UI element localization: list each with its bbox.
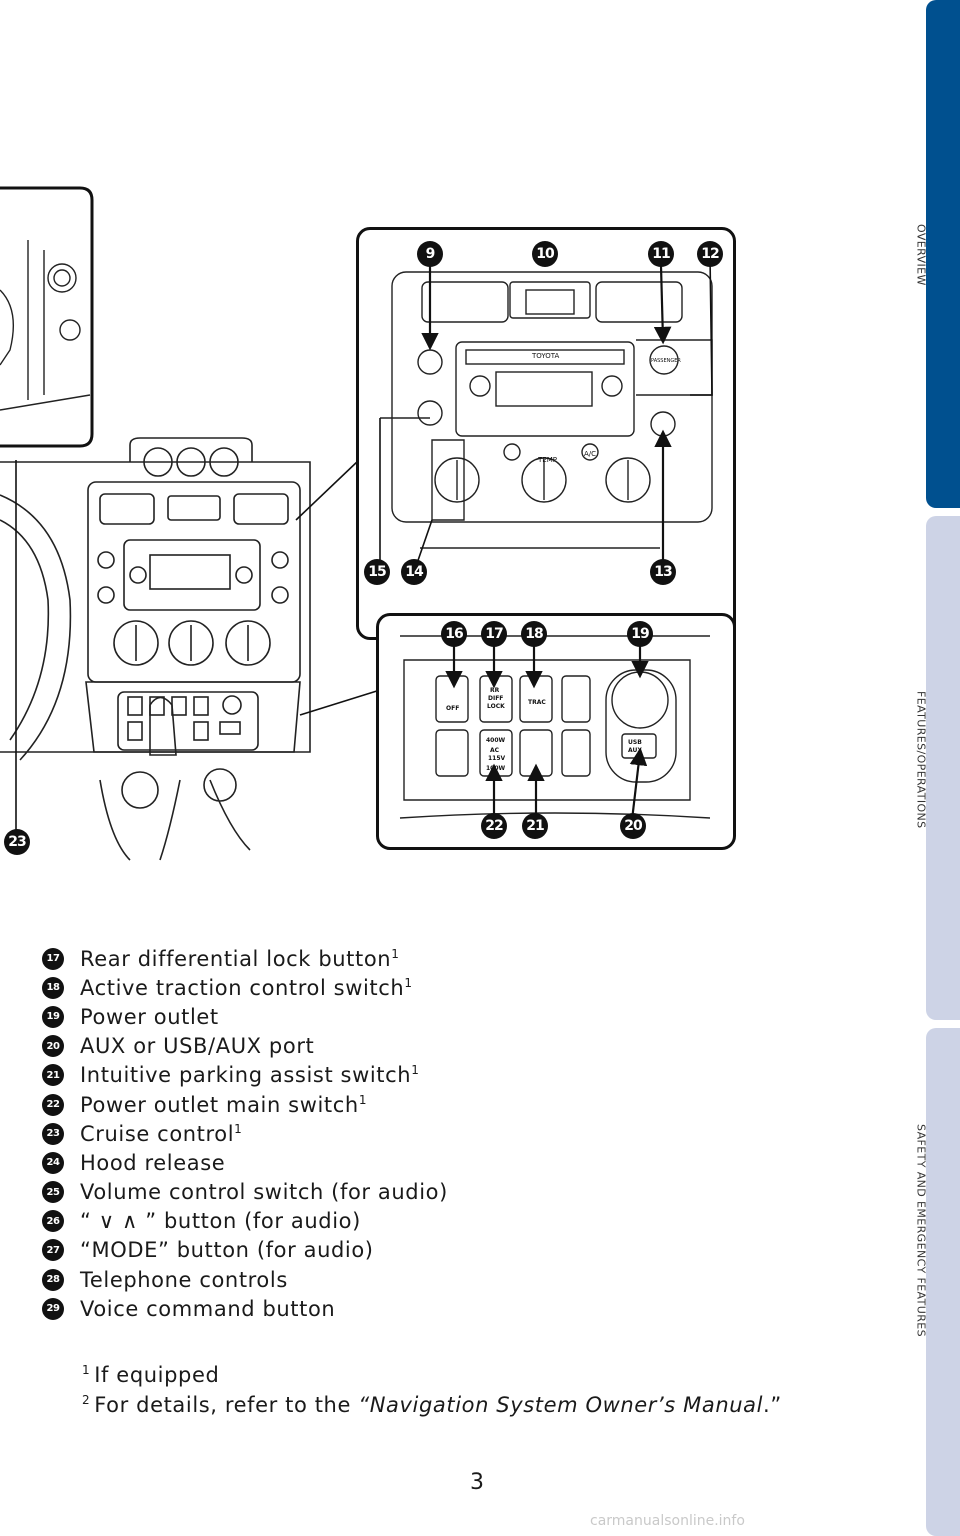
legend-number: 23 [42,1122,64,1145]
svg-text:400W: 400W [486,737,506,744]
inset-line-art: TOYOTA PASSENGER TEMP A/C OFF RR DIFF LO… [379,255,713,821]
legend-text: AUX or USB/AUX port [80,1034,315,1059]
legend-item: 27 “MODE” button (for audio) [42,1236,762,1265]
legend-text: Volume control switch (for audio) [80,1180,448,1205]
callout-11: 11 [648,241,674,267]
tab-features-label: FEATURES/OPERATIONS [914,691,928,829]
tab-overview-label: OVERVIEW [914,224,928,286]
callout-13: 13 [650,559,676,585]
legend-text: Voice command button [80,1296,336,1321]
legend-number: 20 [42,1035,64,1058]
dashboard-illustration: TOYOTA PASSENGER TEMP A/C OFF RR DIFF [0,180,760,870]
tab-safety-label: SAFETY AND EMERGENCY FEATURES [914,1123,928,1337]
legend-item: 19 Power outlet [42,1002,762,1031]
legend-sup: 1 [404,975,413,990]
tab-safety-emergency[interactable] [926,1028,960,1536]
legend-item: 18 Active traction control switch1 [42,973,762,1002]
legend-text: Active traction control switch [80,975,405,1000]
callout-15: 15 [364,559,390,585]
legend-number: 18 [42,976,64,999]
legend-number: 19 [42,1005,64,1028]
legend-text: Cruise control [80,1121,235,1146]
legend-text: Rear differential lock button [80,946,392,971]
legend-number: 28 [42,1268,64,1291]
legend-text: Intuitive parking assist switch [80,1063,412,1088]
svg-text:USB: USB [628,739,642,746]
svg-text:TEMP: TEMP [537,456,557,464]
legend-item: 24 Hood release [42,1148,762,1177]
callout-9: 9 [417,241,443,267]
callout-18: 18 [521,621,547,647]
legend-text: “ ∨ ∧ ” button (for audio) [80,1209,361,1234]
legend-item: 25 Volume control switch (for audio) [42,1178,762,1207]
tab-features-operations[interactable] [926,516,960,1020]
legend-text: Power outlet main switch [80,1092,359,1117]
legend-item: 23 Cruise control1 [42,1119,762,1148]
svg-text:TRAC: TRAC [528,699,546,706]
legend-number: 25 [42,1181,64,1204]
legend-sup: 1 [411,1063,420,1078]
svg-text:100W: 100W [486,765,506,772]
legend-item: 22 Power outlet main switch1 [42,1090,762,1119]
legend-number: 27 [42,1239,64,1262]
legend-number: 29 [42,1297,64,1320]
legend-item: 17 Rear differential lock button1 [42,944,762,973]
svg-text:PASSENGER: PASSENGER [651,358,681,364]
callout-22: 22 [481,813,507,839]
legend-item: 26 “ ∨ ∧ ” button (for audio) [42,1207,762,1236]
legend-number: 24 [42,1151,64,1174]
svg-text:A/C: A/C [584,450,596,458]
callout-21: 21 [522,813,548,839]
svg-text:OFF: OFF [446,705,459,712]
callout-14: 14 [401,559,427,585]
legend-number: 26 [42,1210,64,1233]
svg-text:AC: AC [490,747,500,754]
manual-title: “Navigation System Owner’s Manual [358,1393,764,1417]
callout-19: 19 [627,621,653,647]
svg-text:115V: 115V [488,755,506,762]
legend-number: 22 [42,1093,64,1116]
legend-text: Power outlet [80,1004,219,1029]
legend-item: 28 Telephone controls [42,1265,762,1294]
legend-number: 17 [42,947,64,970]
legend-text: Hood release [80,1150,226,1175]
legend-number: 21 [42,1064,64,1087]
legend-item: 29 Voice command button [42,1294,762,1323]
callout-16: 16 [441,621,467,647]
legend-sup: 1 [234,1121,243,1136]
callout-23: 23 [4,829,30,855]
svg-text:LOCK: LOCK [487,703,505,710]
callout-10: 10 [532,241,558,267]
svg-text:TOYOTA: TOYOTA [531,352,560,360]
callout-17: 17 [481,621,507,647]
tab-overview[interactable] [926,0,960,508]
legend-text: Telephone controls [80,1267,288,1292]
svg-text:DIFF: DIFF [488,695,503,702]
legend-text: “MODE” button (for audio) [80,1238,374,1263]
legend-sup: 1 [391,946,400,961]
callout-20: 20 [620,813,646,839]
watermark: carmanualsonline.info [590,1513,745,1529]
legend-sup: 1 [358,1092,368,1107]
page-number: 3 [470,1470,484,1495]
callout-12: 12 [697,241,723,267]
legend-item: 21 Intuitive parking assist switch1 [42,1061,762,1090]
svg-text:RR: RR [490,687,500,694]
legend-item: 20 AUX or USB/AUX port [42,1032,762,1061]
